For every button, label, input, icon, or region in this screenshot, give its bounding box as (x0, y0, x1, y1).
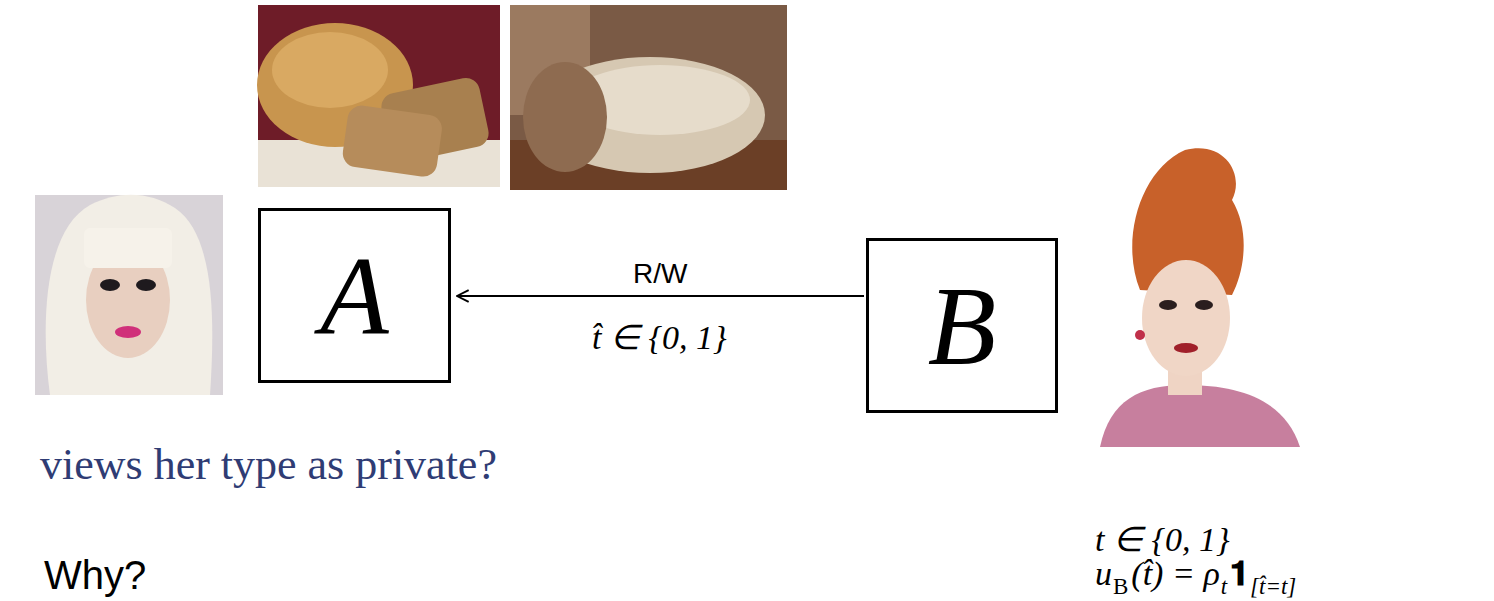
eye (100, 279, 120, 291)
earring (1135, 330, 1145, 340)
portrait-photo (35, 195, 223, 395)
bread-crust (272, 32, 388, 108)
eye (1195, 300, 1213, 310)
formula-part: 𝟏 (1230, 555, 1249, 592)
photo-background (35, 195, 223, 395)
bread-cut-face (523, 62, 607, 172)
type-label: t ∈ {0, 1} (1095, 520, 1230, 559)
formula-subscript: B (1113, 574, 1128, 599)
signal-label: t̂ ∈ {0, 1} (592, 318, 727, 357)
hair (46, 195, 213, 395)
utility-formula: uB(t̂) = ρt𝟏[t̂=t] (1095, 552, 1299, 596)
fringe (84, 228, 172, 268)
lips (115, 326, 141, 338)
arrow-connector (457, 295, 864, 297)
photo-background (510, 5, 787, 190)
eye (1159, 300, 1177, 310)
slide-text: Why? (44, 552, 146, 598)
formula-part: u (1095, 555, 1112, 592)
photo-background (258, 5, 500, 187)
lips (1174, 343, 1198, 353)
portrait-photo (1100, 148, 1300, 447)
edge-label: R/W (630, 258, 690, 290)
box-letter: A (320, 240, 388, 352)
bread-slice (341, 104, 444, 179)
slide-text: views her type as private? (40, 440, 497, 491)
bread-photo (257, 5, 500, 187)
eye (136, 279, 156, 291)
formula-subscript: [t̂=t] (1250, 574, 1296, 599)
process-box: A (258, 208, 451, 383)
process-box: B (866, 238, 1058, 413)
formula-subscript: t (1221, 574, 1227, 599)
box-letter: B (928, 270, 996, 382)
bread-photo (510, 5, 787, 190)
face (1142, 260, 1230, 376)
formula-part: (t̂) = ρ (1131, 555, 1219, 592)
